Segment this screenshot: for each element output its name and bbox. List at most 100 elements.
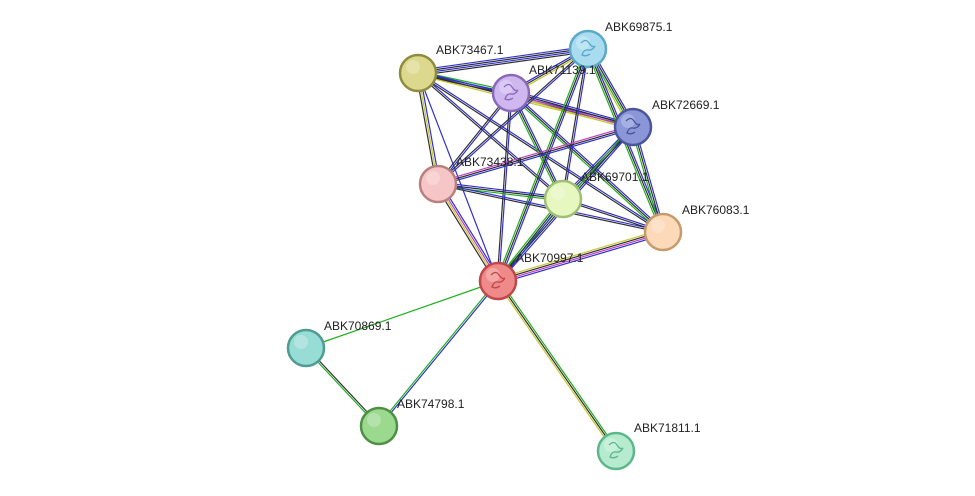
edge-abk71139-1-abk70997-1 [496, 92, 513, 282]
edge-abk69875-1-abk69701-1 [561, 48, 590, 200]
edge-abk69875-1-abk73438-1 [436, 47, 590, 186]
edge-line [305, 280, 499, 349]
node-circle[interactable] [359, 406, 399, 446]
protein-structure-icon [503, 83, 519, 101]
node-circle[interactable] [418, 164, 458, 204]
edge-abk69875-1-abk70997-1 [495, 48, 591, 282]
node-circle[interactable] [568, 29, 608, 69]
edge-line [437, 183, 564, 200]
node-label: ABK70869.1 [324, 319, 392, 333]
edge-line [511, 89, 634, 125]
node-abk71811-1[interactable]: ABK71811.1 [596, 421, 701, 471]
node-abk70997-1[interactable]: ABK70997.1 [478, 251, 584, 301]
node-highlight [651, 219, 665, 233]
node-circle[interactable] [596, 431, 636, 471]
node-highlight [367, 413, 381, 427]
node-label: ABK73467.1 [436, 43, 504, 57]
node-highlight [604, 438, 618, 452]
edge-line [497, 280, 617, 452]
node-label: ABK73438.1 [456, 155, 524, 169]
node-highlight [621, 114, 635, 128]
edge-line [438, 181, 564, 198]
edge-line [498, 232, 664, 283]
node-circle[interactable] [613, 107, 653, 147]
edge-line [511, 91, 665, 232]
node-highlight [294, 335, 308, 349]
edge-line [438, 49, 590, 186]
edge-line [497, 48, 589, 282]
edge-abk73467-1-abk70997-1 [417, 72, 499, 282]
node-label: ABK74798.1 [397, 397, 465, 411]
protein-structure-icon [580, 39, 596, 57]
edge-abk76083-1-abk70997-1 [497, 228, 664, 285]
edge-line [510, 92, 564, 200]
node-circle[interactable] [286, 328, 326, 368]
edge-line [498, 279, 618, 451]
edge-abk73438-1-abk69701-1 [437, 181, 564, 202]
edge-line [497, 228, 663, 279]
node-abk72669-1[interactable]: ABK72669.1 [613, 98, 720, 147]
node-highlight [551, 186, 565, 200]
node-label: ABK69875.1 [605, 20, 673, 34]
edge-line [417, 72, 499, 282]
edge-line [437, 124, 633, 183]
node-highlight [426, 171, 440, 185]
edge-line [417, 45, 588, 71]
node-circle[interactable] [643, 212, 683, 252]
node-highlight [576, 36, 590, 50]
node-label: ABK70997.1 [516, 251, 584, 265]
edge-line [495, 48, 587, 281]
edge-abk73467-1-abk69875-1 [417, 45, 589, 77]
node-label: ABK72669.1 [652, 98, 720, 112]
node-label: ABK71811.1 [634, 421, 701, 435]
node-abk69875-1[interactable]: ABK69875.1 [568, 20, 673, 69]
edge-line [510, 92, 664, 233]
node-abk76083-1[interactable]: ABK76083.1 [643, 203, 750, 252]
node-label: ABK71139.1 [529, 63, 596, 77]
edge-line [561, 48, 588, 199]
node-abk73438-1[interactable]: ABK73438.1 [418, 155, 524, 204]
edge-layer [304, 45, 666, 453]
edge-line [509, 93, 663, 234]
edge-line [377, 280, 498, 426]
edge-line [437, 185, 563, 202]
protein-structure-icon [608, 441, 624, 459]
node-abk69701-1[interactable]: ABK69701.1 [543, 170, 649, 219]
node-abk73467-1[interactable]: ABK73467.1 [398, 43, 504, 93]
node-label: ABK76083.1 [682, 203, 750, 217]
edge-line [499, 49, 591, 282]
node-circle[interactable] [543, 179, 583, 219]
edge-abk71139-1-abk73438-1 [436, 92, 513, 185]
edge-abk70997-1-abk74798-1 [377, 280, 500, 427]
node-abk71139-1[interactable]: ABK71139.1 [491, 63, 596, 113]
node-circle[interactable] [478, 261, 518, 301]
node-highlight [499, 80, 513, 94]
edge-abk71139-1-abk76083-1 [509, 91, 665, 234]
edge-abk70997-1-abk71811-1 [496, 279, 618, 453]
edge-line [498, 234, 664, 285]
protein-structure-icon [490, 271, 506, 289]
edge-line [436, 47, 588, 184]
node-abk70869-1[interactable]: ABK70869.1 [286, 319, 392, 368]
edge-line [438, 128, 634, 187]
node-label: ABK69701.1 [581, 170, 649, 184]
edge-line [418, 51, 589, 77]
edge-line [379, 281, 500, 427]
edge-line [437, 126, 634, 185]
edge-abk70997-1-abk70869-1 [305, 280, 499, 349]
edge-line [496, 281, 616, 453]
node-circle[interactable] [398, 53, 438, 93]
edge-line [438, 93, 513, 185]
node-highlight [406, 60, 420, 74]
edge-line [498, 93, 513, 282]
edge-line [418, 49, 589, 75]
node-layer: ABK69875.1ABK73467.1ABK71139.1ABK72669.1… [286, 20, 750, 471]
node-highlight [486, 268, 500, 282]
node-abk74798-1[interactable]: ABK74798.1 [359, 397, 465, 446]
protein-structure-icon [625, 117, 641, 135]
edge-abk72669-1-abk73438-1 [437, 124, 634, 187]
edge-line [497, 230, 663, 281]
edge-line [563, 49, 590, 200]
node-circle[interactable] [491, 73, 531, 113]
